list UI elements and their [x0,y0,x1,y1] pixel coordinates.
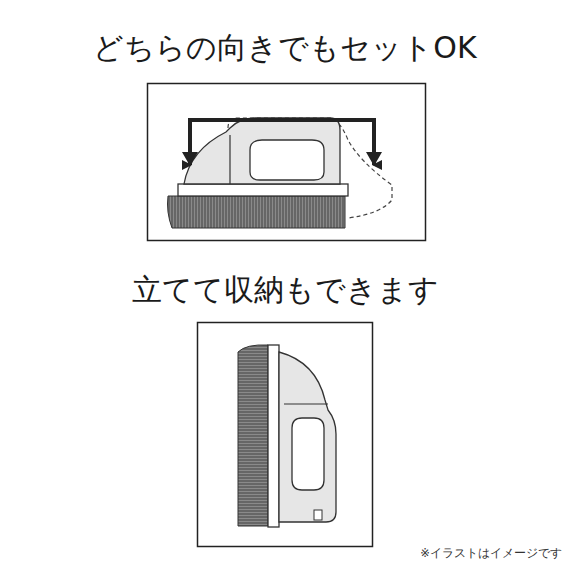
bristles [168,196,346,228]
disclaimer-note: ※イラストはイメージです [420,546,562,561]
heading: 立てて収納もできます [0,270,570,311]
base-plate [268,345,279,527]
handle-grip-hole [250,140,324,180]
brush-handle [279,352,336,522]
swap-arrow [190,120,374,165]
frame [148,84,426,241]
handle-grip-hole [292,418,324,490]
base-plate [178,184,348,196]
frame [198,323,373,547]
bristles [238,345,268,526]
heading: どちらの向きでもセットOK [0,28,570,69]
brush-handle [184,118,340,184]
